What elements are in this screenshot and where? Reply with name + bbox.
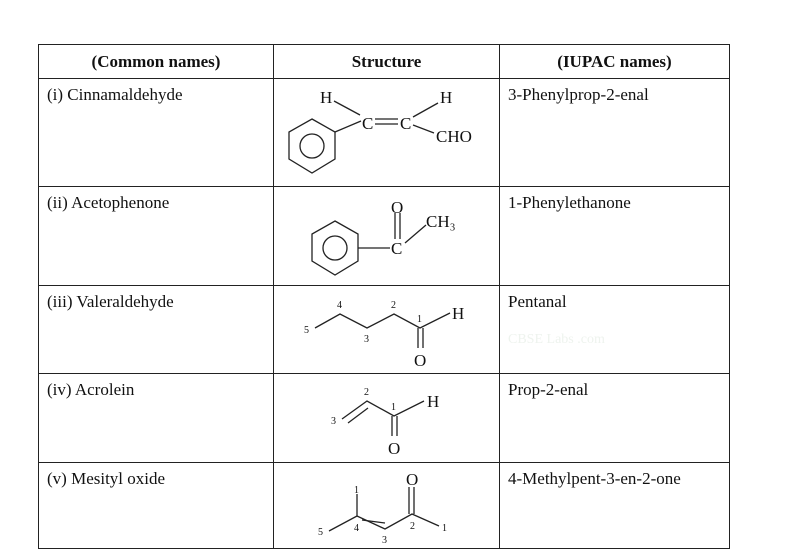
header-structure: Structure bbox=[273, 44, 500, 79]
atom-label: C bbox=[400, 114, 411, 133]
header-iupac-names: (IUPAC names) bbox=[499, 44, 730, 79]
carbon-number: 4 bbox=[354, 523, 359, 534]
table-row: (iv) Acrolein H O 3 2 1 Prop-2-enal bbox=[38, 373, 730, 463]
carbon-number: 1 bbox=[417, 314, 422, 325]
atom-label: O bbox=[391, 198, 403, 217]
atom-label: O bbox=[414, 351, 426, 370]
common-name: (v) Mesityl oxide bbox=[38, 462, 274, 549]
structure-cinnamaldehyde: H C C H CHO bbox=[273, 78, 500, 187]
carbon-number: 3 bbox=[364, 334, 369, 345]
iupac-name: 1-Phenylethanone bbox=[499, 186, 730, 286]
carbon-number: 1 bbox=[354, 485, 359, 496]
table-row: (ii) Acetophenone O C CH₃ 1-Phenylethano… bbox=[38, 186, 730, 286]
table-row: (iii) Valeraldehyde H O 5 4 3 2 1 Pentan… bbox=[38, 285, 730, 374]
common-name: (iv) Acrolein bbox=[38, 373, 274, 463]
iupac-name: Pentanal bbox=[499, 285, 730, 374]
acetophenone-structure: O C CH₃ bbox=[311, 198, 456, 276]
carbon-number: 1 bbox=[391, 402, 396, 413]
carbon-number: 2 bbox=[364, 387, 369, 398]
structure-acrolein: H O 3 2 1 bbox=[273, 373, 500, 463]
cinnamaldehyde-structure: H C C H CHO bbox=[288, 88, 472, 174]
iupac-name: 3-Phenylprop-2-enal bbox=[499, 78, 730, 187]
carbon-number: 5 bbox=[304, 325, 309, 336]
table-row: (v) Mesityl oxide O 5 4 1 3 2 1 4-Methyl… bbox=[38, 462, 730, 549]
watermark: CBSE Labs .com bbox=[508, 332, 605, 347]
carbon-number: 3 bbox=[382, 535, 387, 546]
common-name: (ii) Acetophenone bbox=[38, 186, 274, 286]
table-row: (i) Cinnamaldehyde H C C H CHO 3-Phenylp… bbox=[38, 78, 730, 187]
common-name: (iii) Valeraldehyde bbox=[38, 285, 274, 374]
atom-label: CHO bbox=[436, 127, 472, 146]
header-common-names: (Common names) bbox=[38, 44, 274, 79]
atom-label: C bbox=[391, 239, 402, 258]
structure-acetophenone: O C CH₃ bbox=[273, 186, 500, 286]
atom-label: O bbox=[406, 470, 418, 489]
valeraldehyde-structure: H O 5 4 3 2 1 bbox=[304, 300, 464, 370]
carbon-number: 2 bbox=[410, 521, 415, 532]
iupac-name: 4-Methylpent-3-en-2-one bbox=[499, 462, 730, 549]
structure-mesityl-oxide: O 5 4 1 3 2 1 bbox=[273, 462, 500, 549]
atom-label: O bbox=[388, 439, 400, 458]
acrolein-structure: H O 3 2 1 bbox=[331, 387, 439, 458]
structure-valeraldehyde: H O 5 4 3 2 1 bbox=[273, 285, 500, 374]
carbon-number: 1 bbox=[442, 523, 447, 534]
atom-label: H bbox=[440, 88, 452, 107]
carbon-number: 3 bbox=[331, 416, 336, 427]
mesityl-oxide-structure: O 5 4 1 3 2 1 bbox=[318, 470, 447, 546]
iupac-name: Prop-2-enal bbox=[499, 373, 730, 463]
atom-label: H bbox=[427, 392, 439, 411]
common-name: (i) Cinnamaldehyde bbox=[38, 78, 274, 187]
carbon-number: 2 bbox=[391, 300, 396, 311]
aldehyde-ketone-table: (Common names) Structure (IUPAC names) (… bbox=[38, 44, 730, 549]
atom-label: H bbox=[320, 88, 332, 107]
carbon-number: 5 bbox=[318, 527, 323, 538]
atom-label: CH₃ bbox=[426, 212, 456, 231]
carbon-number: 4 bbox=[337, 300, 342, 311]
atom-label: C bbox=[362, 114, 373, 133]
atom-label: H bbox=[452, 304, 464, 323]
